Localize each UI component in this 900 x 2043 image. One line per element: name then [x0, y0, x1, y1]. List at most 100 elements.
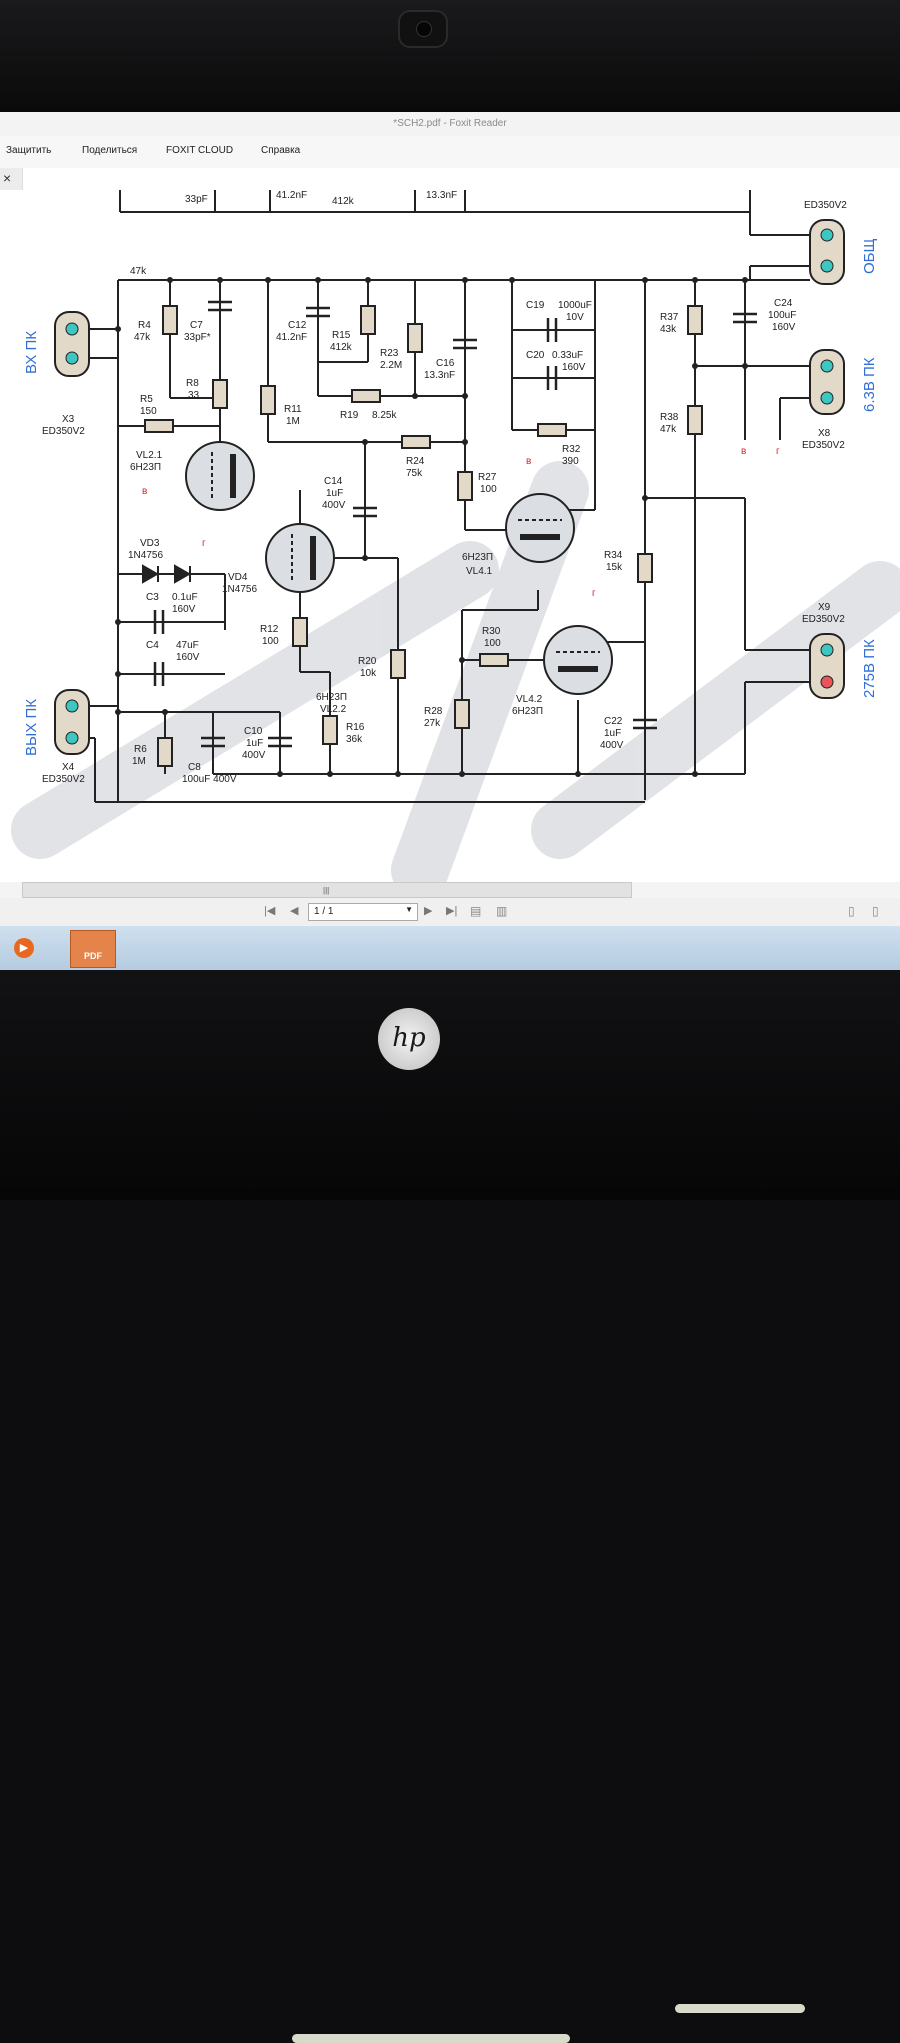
horizontal-scrollbar[interactable]: ||| — [22, 882, 632, 898]
prev-page-button[interactable]: ◀ — [290, 905, 299, 917]
label-r4: R4 — [138, 320, 151, 331]
heater-mark-v3: в — [741, 446, 746, 457]
label-r30: R30 — [482, 626, 501, 637]
label-c10: C10 — [244, 726, 263, 737]
label-r8-value: 33 — [188, 390, 200, 401]
label-c20-voltage: 160V — [562, 362, 586, 373]
single-page-view-icon[interactable]: ▯ — [848, 904, 855, 918]
label-r24: R24 — [406, 456, 425, 467]
label-vl42: VL4.2 — [516, 694, 543, 705]
label-vl21: VL2.1 — [136, 450, 163, 461]
label-r34-value: 15k — [606, 562, 623, 573]
heater-mark-g1: г — [202, 538, 206, 549]
label-c19-voltage: 10V — [566, 312, 584, 323]
label-r12-value: 100 — [262, 636, 279, 647]
label-r24-value: 75k — [406, 468, 423, 479]
label-c14-value: 1uF — [326, 488, 343, 499]
label-c8-value: 100uF 400V — [182, 774, 237, 785]
caption-common: ОБЩ — [861, 238, 878, 274]
label-vd4-value: 1N4756 — [222, 584, 257, 595]
last-page-button[interactable]: ▶| — [446, 905, 458, 917]
caption-input: ВХ ПК — [23, 331, 40, 374]
label-top-3: 412k — [332, 196, 355, 207]
label-r15-value: 412k — [330, 342, 353, 353]
connector-captions: ВХ ПК ВЫХ ПК 6.3В ПК 275В ПК ОБЩ — [23, 238, 878, 756]
heater-mark-v1: в — [142, 486, 147, 497]
close-tab-icon[interactable]: × — [3, 170, 12, 186]
scrollbar-grip-icon[interactable]: ||| — [323, 886, 330, 895]
label-vl41-type: 6Н23П — [462, 552, 493, 563]
ribbon-item-help[interactable]: Справка — [261, 145, 301, 156]
label-c3-value: 0.1uF — [172, 592, 198, 603]
page-number-field[interactable]: 1 / 1 ▼ — [308, 903, 418, 921]
foxit-pdf-icon[interactable]: PDF — [70, 930, 116, 968]
heater-mark-g2: г — [592, 588, 596, 599]
caption-hv: 275В ПК — [861, 639, 878, 698]
laptop-bezel-top — [0, 0, 900, 112]
document-view[interactable]: 47k 33pF 41.2nF 412k 13.3nF R4 47k R5 15… — [0, 190, 900, 882]
label-c4-voltage: 160V — [176, 652, 200, 663]
label-c7: C7 — [190, 320, 203, 331]
label-x3-model: ED350V2 — [42, 426, 85, 437]
label-c10-voltage: 400V — [242, 750, 266, 761]
label-c20: C20 — [526, 350, 545, 361]
label-c24: C24 — [774, 298, 793, 309]
label-x9-model: ED350V2 — [802, 614, 845, 625]
label-r5: R5 — [140, 394, 153, 405]
next-page-button[interactable]: ▶ — [424, 905, 433, 917]
label-r8: R8 — [186, 378, 199, 389]
schematic: 47k 33pF 41.2nF 412k 13.3nF R4 47k R5 15… — [11, 190, 900, 882]
label-r28: R28 — [424, 706, 443, 717]
document-tab-bar: × — [0, 168, 900, 191]
label-x4-model: ED350V2 — [42, 774, 85, 785]
label-r11-value: 1M — [286, 416, 300, 427]
connector-shapes — [54, 219, 845, 755]
capacitor-plates — [153, 300, 757, 748]
label-vl41: VL4.1 — [466, 566, 493, 577]
document-tab[interactable] — [22, 168, 900, 190]
label-c22: C22 — [604, 716, 623, 727]
media-player-icon[interactable]: ▶ — [14, 938, 34, 958]
heater-marks: в г в г в г — [142, 446, 780, 599]
heater-mark-v2: в — [526, 456, 531, 467]
label-top-2: 41.2nF — [276, 190, 307, 201]
label-r19-value: 8.25k — [372, 410, 397, 421]
ribbon-item-protect[interactable]: Защитить — [6, 145, 52, 156]
label-c20-value: 0.33uF — [552, 350, 583, 361]
label-c3: C3 — [146, 592, 159, 603]
tube-grids — [211, 452, 600, 653]
label-c12-value: 41.2nF — [276, 332, 307, 343]
label-top-1: 33pF — [185, 194, 208, 205]
label-c14: C14 — [324, 476, 343, 487]
page-number-text: 1 / 1 — [314, 906, 334, 917]
label-c10-value: 1uF — [246, 738, 263, 749]
diode-shapes — [142, 564, 192, 584]
laptop-bezel-bottom — [0, 970, 900, 2043]
label-c24-voltage: 160V — [772, 322, 796, 333]
label-top-0: 47k — [130, 266, 147, 277]
label-r16-value: 36k — [346, 734, 363, 745]
label-c19: C19 — [526, 300, 545, 311]
tube-shapes — [185, 441, 613, 695]
continuous-view-icon[interactable]: ▤ — [470, 904, 482, 918]
label-vd3-value: 1N4756 — [128, 550, 163, 561]
facing-view-icon[interactable]: ▥ — [496, 904, 508, 918]
label-r37-value: 43k — [660, 324, 677, 335]
label-r37: R37 — [660, 312, 679, 323]
first-page-button[interactable]: |◀ — [264, 905, 276, 917]
ribbon-item-share[interactable]: Поделиться — [82, 145, 138, 156]
label-vd4: VD4 — [228, 572, 248, 583]
label-c24-value: 100uF — [768, 310, 796, 321]
label-c22-value: 1uF — [604, 728, 621, 739]
label-c16: C16 — [436, 358, 455, 369]
ribbon-item-foxit-cloud[interactable]: FOXIT CLOUD — [166, 145, 234, 156]
label-r23: R23 — [380, 348, 399, 359]
label-r4-value: 47k — [134, 332, 151, 343]
label-r6-value: 1M — [132, 756, 146, 767]
label-r27: R27 — [478, 472, 497, 483]
label-r15: R15 — [332, 330, 351, 341]
label-r27-value: 100 — [480, 484, 497, 495]
page-dropdown-icon[interactable]: ▼ — [405, 905, 413, 914]
label-c22-voltage: 400V — [600, 740, 624, 751]
two-page-view-icon[interactable]: ▯ — [872, 904, 879, 918]
